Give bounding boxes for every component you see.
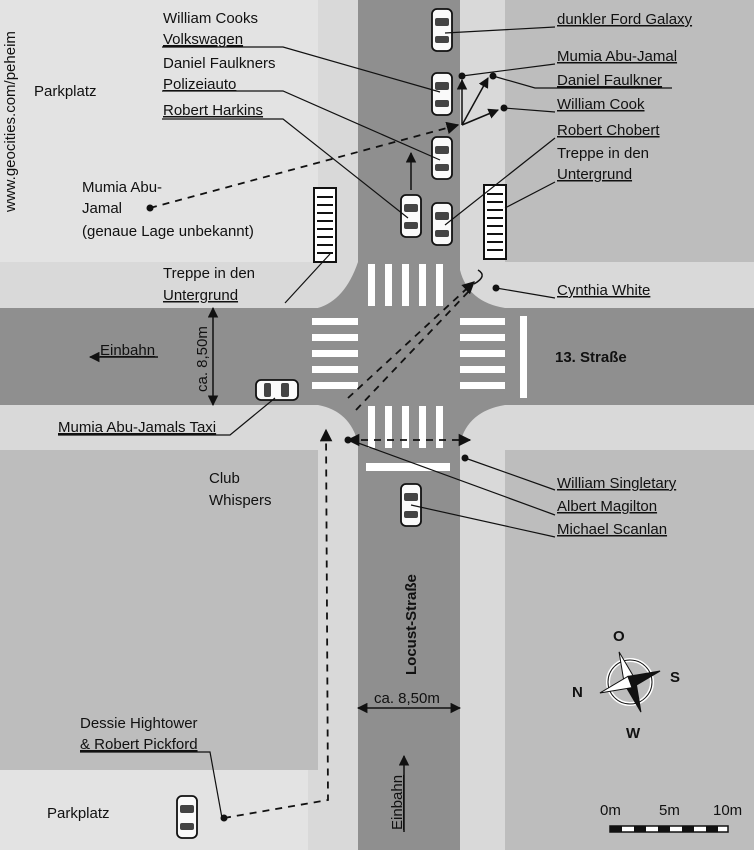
club-label-line2: Whispers: [209, 492, 272, 509]
label-scanlan: Michael Scanlan: [557, 521, 667, 538]
sidewalk-sw: [318, 450, 358, 850]
leader-dots: [146, 72, 508, 822]
label-stairs-left-2: Untergrund: [163, 287, 238, 304]
crosswalk-north: [368, 264, 443, 306]
one-way-north-label: Einbahn: [389, 775, 406, 830]
car-mumia-taxi: [255, 379, 299, 401]
crosswalk-west: [312, 318, 358, 389]
corner-ne-fill: [460, 270, 505, 308]
width-horizontal-label: ca. 8,50m: [374, 690, 440, 707]
scale-label-10: 10m: [713, 802, 742, 819]
label-cynthia: Cynthia White: [557, 282, 650, 299]
block-southeast: [505, 450, 754, 850]
car-hightower: [176, 795, 198, 839]
label-hightower-1: Dessie Hightower: [80, 715, 198, 732]
car-chobert: [431, 202, 453, 246]
cynthia-turn-arrow: [473, 269, 483, 285]
13th-street-label: 13. Straße: [555, 349, 627, 366]
parking-top-label: Parkplatz: [34, 83, 97, 100]
subway-stairs-right: [483, 184, 507, 260]
block-northeast: [505, 0, 754, 262]
parking-bottom-label: Parkplatz: [47, 805, 110, 822]
car-harkins: [400, 194, 422, 238]
block-southwest: [0, 450, 318, 770]
movement-arrows: [405, 77, 499, 190]
label-mumia-unknown-2: Jamal: [82, 200, 122, 217]
scale-label-0: 0m: [600, 802, 621, 819]
compass-rose: [599, 651, 661, 713]
label-mumia-unknown-1: Mumia Abu-: [82, 179, 162, 196]
sidewalk-w-north: [0, 262, 318, 308]
club-label-line1: Club: [209, 470, 240, 487]
crosswalk-east: [460, 318, 505, 389]
compass-south-label: W: [626, 725, 641, 742]
label-magilton: Albert Magilton: [557, 498, 657, 515]
scale-label-5: 5m: [659, 802, 680, 819]
label-cook: William Cook: [557, 96, 645, 113]
corner-nw-fill: [318, 270, 358, 308]
label-stairs-left-1: Treppe in den: [163, 265, 255, 282]
width-vertical-label: ca. 8,50m: [194, 326, 211, 392]
sidewalk-e-south: [505, 405, 754, 450]
scale-bar: [609, 825, 729, 833]
leader-lines: [58, 26, 672, 819]
car-william-cook-vw: [431, 72, 453, 116]
one-way-west-label: Einbahn: [100, 342, 155, 359]
car-ford-galaxy: [431, 8, 453, 52]
label-hightower-2: & Robert Pickford: [80, 736, 198, 753]
label-mumia: Mumia Abu-Jamal: [557, 48, 677, 65]
label-harkins: Robert Harkins: [163, 102, 263, 119]
subway-stairs-left: [313, 187, 337, 263]
label-taxi: Mumia Abu-Jamals Taxi: [58, 419, 216, 436]
parking-southwest: [0, 770, 308, 850]
compass-west-label: N: [572, 684, 583, 701]
label-william-cook-vw-1: William Cooks: [163, 10, 258, 27]
compass-east-label: S: [670, 669, 680, 686]
label-william-cook-vw-2: Volkswagen: [163, 31, 243, 48]
label-faulkner: Daniel Faulkner: [557, 72, 662, 89]
sidewalk-se: [460, 450, 505, 850]
corner-se-fill: [460, 405, 505, 443]
label-stairs-right-1: Treppe in den: [557, 145, 649, 162]
dashed-paths: [149, 121, 475, 819]
label-singletary: William Singletary: [557, 475, 677, 492]
stop-line-south: [366, 463, 450, 471]
sidewalk-w-south: [0, 405, 318, 450]
source-url-label: www.geocities.com/peheim: [2, 31, 19, 213]
label-stairs-right-2: Untergrund: [557, 166, 632, 183]
dimension-lines: [207, 306, 462, 714]
label-faulkner-car-1: Daniel Faulkners: [163, 55, 276, 72]
label-chobert: Robert Chobert: [557, 122, 660, 139]
label-galaxy: dunkler Ford Galaxy: [557, 11, 693, 28]
label-faulkner-car-2: Polizeiauto: [163, 76, 236, 93]
compass-north-label: O: [613, 628, 625, 645]
crosswalk-south: [368, 406, 443, 448]
sidewalk-e-north: [505, 262, 754, 308]
corner-sw-fill: [318, 405, 358, 443]
stop-line-east: [520, 316, 527, 398]
label-mumia-unknown-3: (genaue Lage unbekannt): [82, 223, 254, 240]
block-northwest: [0, 0, 318, 262]
locust-street-label: Locust-Straße: [403, 574, 420, 675]
